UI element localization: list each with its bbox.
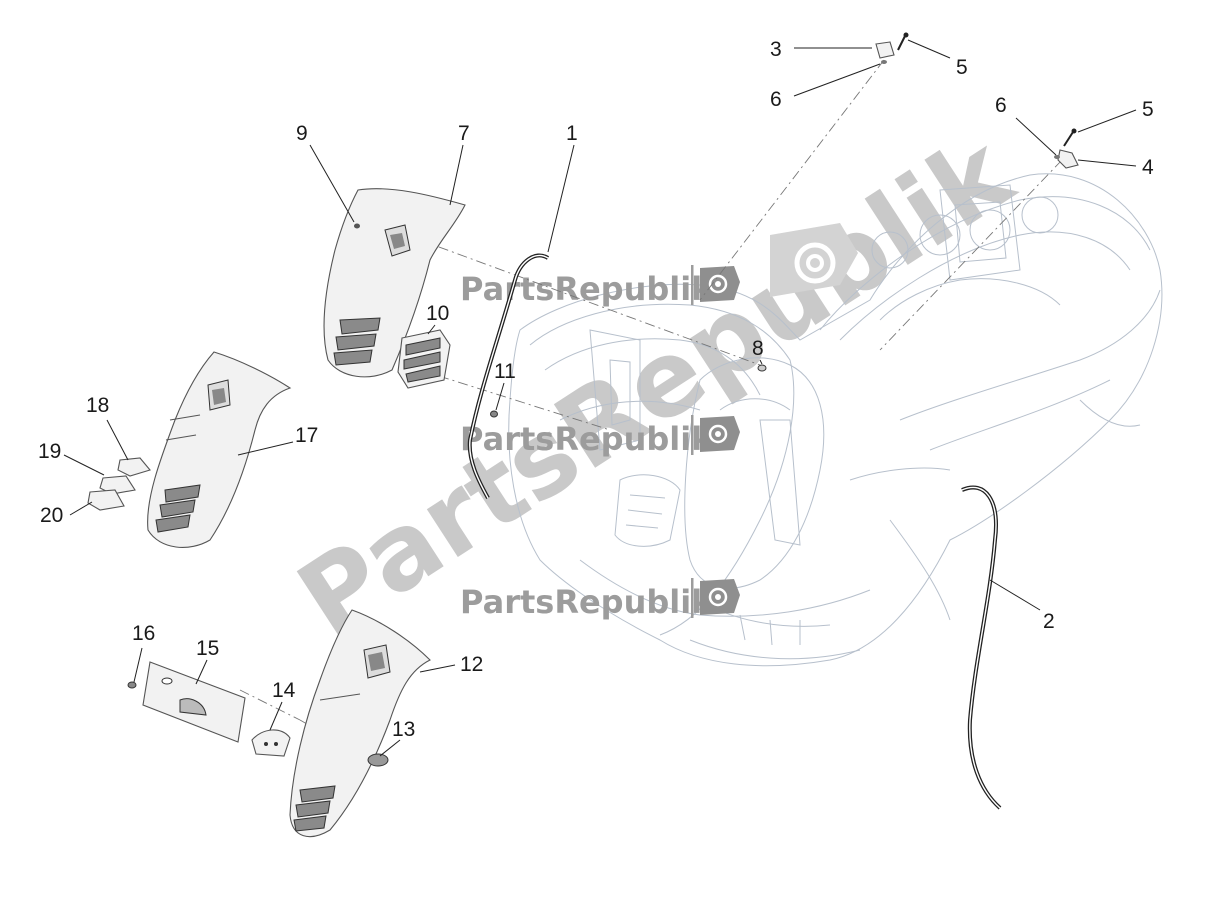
part-5-screw-right — [1063, 128, 1077, 147]
part-6-washer-right — [1054, 155, 1060, 159]
watermark-3-text: PartsRepublik — [460, 583, 713, 621]
callout-5a: 5 — [956, 56, 968, 79]
callout-6a: 6 — [770, 88, 782, 111]
callouts: 1 2 3 4 5 5 6 6 7 8 9 10 11 12 13 14 15 … — [38, 38, 1154, 741]
part-17-horn-cover — [147, 351, 292, 548]
callout-18: 18 — [86, 394, 109, 417]
gear-flag-icon — [700, 579, 740, 615]
part-3-clip — [875, 41, 895, 59]
part-6-washer-top — [881, 60, 887, 64]
part-5-screw-top — [897, 32, 909, 51]
part-20-trim — [87, 489, 125, 511]
part-8-screw — [757, 364, 767, 372]
callout-4: 4 — [1142, 156, 1154, 179]
gear-flag-icon — [700, 266, 740, 302]
part-16-screw — [127, 681, 137, 689]
part-2-edge-strip — [961, 485, 1002, 810]
part-15-plate — [142, 661, 246, 743]
part-13-badge — [367, 753, 389, 767]
scooter-body-ghost — [508, 173, 1163, 667]
watermark-2-text: PartsRepublik — [460, 420, 713, 458]
part-12-horn-cover — [289, 609, 431, 838]
callout-6b: 6 — [995, 94, 1007, 117]
callout-1: 1 — [566, 122, 578, 145]
leader-lines — [63, 39, 1137, 757]
callout-13: 13 — [392, 718, 415, 741]
callout-17: 17 — [295, 424, 318, 447]
callout-14: 14 — [272, 679, 296, 702]
callout-2: 2 — [1043, 610, 1055, 633]
callout-16: 16 — [132, 622, 155, 645]
watermark-3: PartsRepublik — [460, 578, 740, 621]
callout-19: 19 — [38, 440, 61, 463]
part-11-screw — [490, 410, 498, 418]
watermark-1-text: PartsRepublik — [460, 270, 713, 308]
part-10-grille — [397, 329, 451, 389]
callout-8: 8 — [752, 337, 764, 360]
callout-11: 11 — [494, 360, 516, 383]
watermark-1: PartsRepublik — [460, 265, 740, 308]
callout-12: 12 — [460, 653, 483, 676]
gear-flag-icon — [700, 416, 740, 452]
part-4-clip — [1057, 149, 1079, 169]
callout-5b: 5 — [1142, 98, 1154, 121]
part-14-badge — [251, 729, 291, 757]
callout-10: 10 — [426, 302, 449, 325]
part-19-trim — [99, 475, 136, 495]
callout-20: 20 — [40, 504, 63, 527]
callout-15: 15 — [196, 637, 219, 660]
callout-7: 7 — [458, 122, 470, 145]
callout-9: 9 — [296, 122, 308, 145]
part-9-screw — [354, 223, 360, 229]
big-gear-flag-icon — [770, 223, 858, 297]
watermark-2: PartsRepublik — [460, 415, 740, 458]
callout-3: 3 — [770, 38, 782, 61]
part-18-trim — [117, 457, 151, 477]
part-7-horn-cover — [323, 188, 466, 378]
